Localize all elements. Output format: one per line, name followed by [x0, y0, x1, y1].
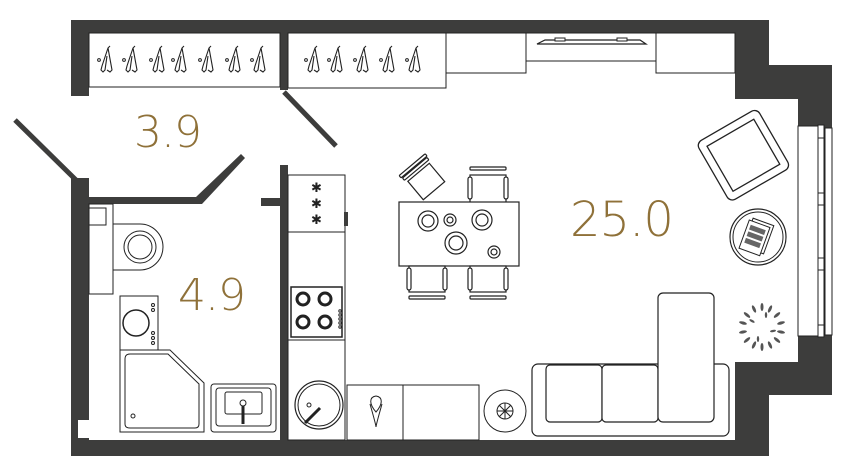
sink-round	[294, 380, 344, 430]
svg-text:✱: ✱	[311, 197, 322, 212]
corner-sofa	[531, 292, 730, 437]
tv-console	[445, 32, 736, 74]
area-label-hall: 3.9	[134, 107, 202, 158]
side-table	[729, 208, 787, 266]
door-swings	[13, 90, 338, 182]
area-label-living-room: 25.0	[570, 192, 674, 248]
floor-lamp	[483, 389, 527, 433]
svg-text:✱: ✱	[311, 181, 322, 196]
wardrobe-left	[88, 32, 281, 88]
armchair	[697, 109, 790, 201]
window	[797, 124, 833, 338]
bathroom-fixtures	[88, 203, 277, 433]
area-label-bathroom: 4.9	[178, 270, 246, 321]
plant	[739, 303, 785, 351]
dining-table	[398, 153, 520, 300]
dishwasher	[346, 384, 480, 441]
fridge: ✱ ✱ ✱	[311, 181, 322, 228]
wardrobe-right	[287, 32, 447, 89]
cooktop	[290, 286, 343, 338]
walls	[71, 20, 832, 456]
svg-text:✱: ✱	[311, 213, 322, 228]
